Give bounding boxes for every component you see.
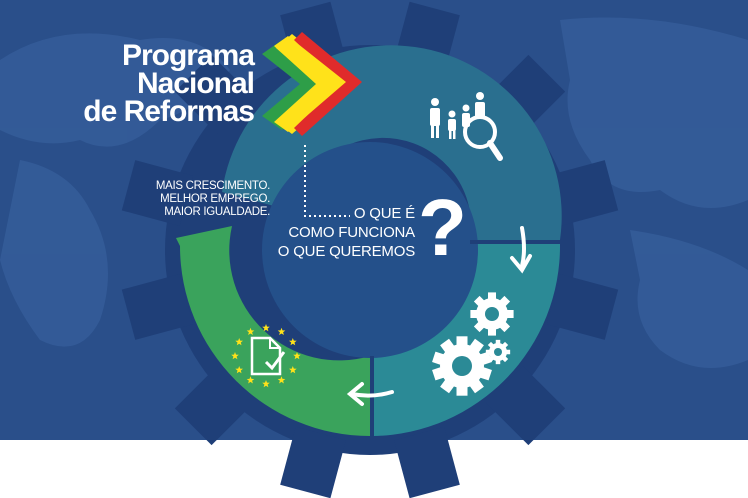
title-line-2: Nacional bbox=[136, 67, 255, 100]
arrow-down-icon bbox=[510, 226, 532, 274]
title-line-3: de Reformas bbox=[83, 95, 255, 128]
question-what-we-want: O QUE QUEREMOS bbox=[277, 243, 415, 260]
arrow-left-icon bbox=[346, 382, 394, 406]
title-line-1: Programa bbox=[121, 39, 255, 72]
slogan-line-2: MELHOR EMPREGO. bbox=[160, 193, 270, 205]
ring-segment-document bbox=[176, 226, 370, 436]
question-what-is: O QUE É bbox=[353, 205, 415, 222]
question-how-it-works: COMO FUNCIONA bbox=[288, 224, 415, 241]
logo-chevrons bbox=[262, 32, 362, 136]
slogan-line-1: MAIS CRESCIMENTO. bbox=[155, 180, 270, 192]
slogan-line-3: MAIOR IGUALDADE. bbox=[164, 206, 270, 218]
people-search-icon bbox=[430, 92, 503, 161]
dotted-connector bbox=[304, 145, 350, 217]
ring-center bbox=[262, 142, 478, 358]
eu-document-check-icon bbox=[231, 324, 301, 388]
question-mark: ? bbox=[418, 183, 467, 272]
gears-icon bbox=[432, 292, 514, 396]
